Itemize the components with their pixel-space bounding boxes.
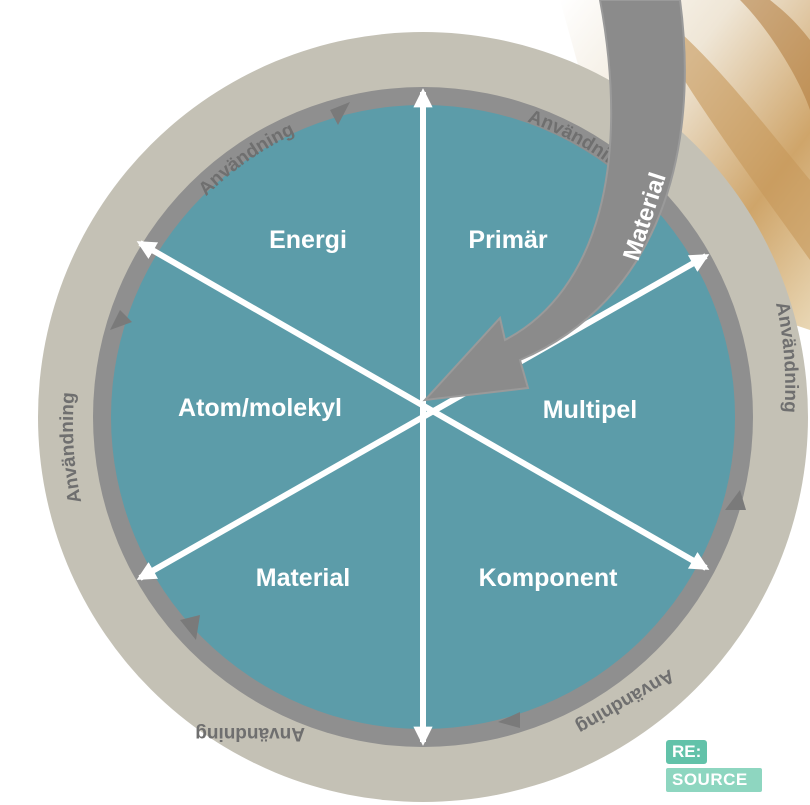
sector-label-primar: Primär: [468, 226, 547, 254]
logo-re: RE:: [666, 740, 708, 764]
sector-label-material: Material: [256, 564, 350, 592]
sector-label-energi: Energi: [269, 226, 347, 254]
sector-label-atom: Atom/molekyl: [178, 394, 342, 422]
sector-label-komponent: Komponent: [479, 564, 619, 592]
usage-label-bottom-left: Användning: [195, 723, 305, 744]
arrow-diagonal-b: [136, 253, 710, 581]
sector-arrows: [136, 88, 710, 746]
cycle-chevrons: [110, 102, 746, 728]
logo-source: SOURCE: [666, 768, 762, 792]
sector-label-multipel: Multipel: [543, 396, 637, 424]
resource-logo: RE: SOURCE: [666, 740, 762, 792]
